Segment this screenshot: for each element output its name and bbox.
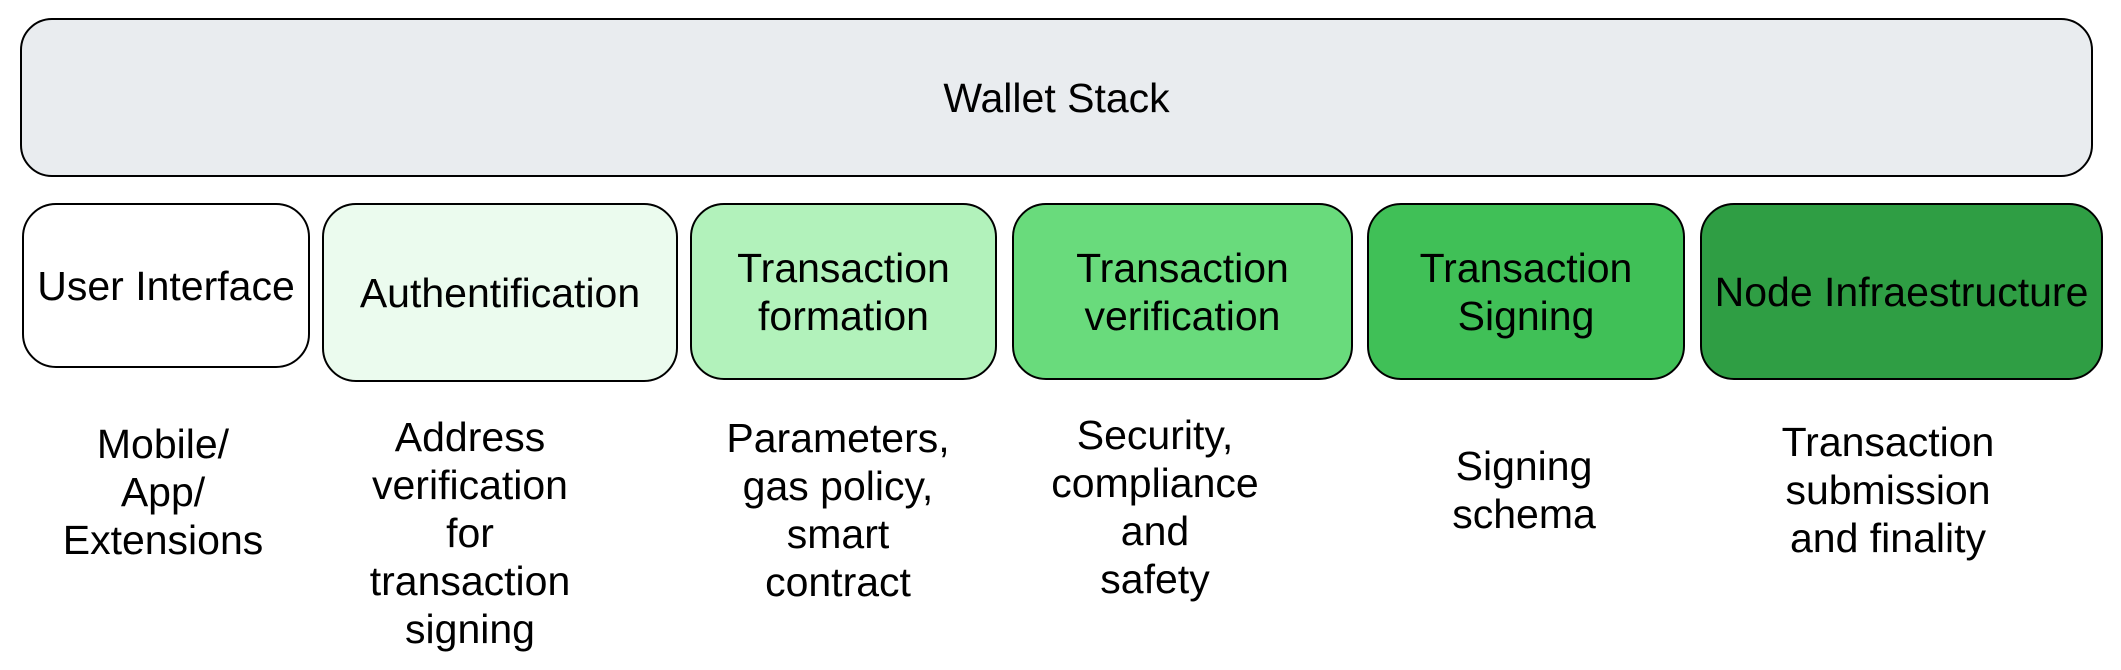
layer-label: Transaction Signing <box>1419 244 1633 339</box>
layer-description-transaction-verification: Security, compliance and safety <box>1051 412 1259 602</box>
layer-box-transaction-formation: Transaction formation <box>690 203 997 380</box>
layer-box-transaction-signing: Transaction Signing <box>1367 203 1685 380</box>
layer-box-authentification: Authentification <box>322 203 678 382</box>
layer-description-transaction-signing: Signing schema <box>1452 443 1596 537</box>
layer-label: Transaction verification <box>1076 244 1289 339</box>
layer-description-authentification: Address verification for transaction sig… <box>369 414 571 652</box>
layer-box-user-interface: User Interface <box>22 203 310 368</box>
layer-label: Node Infraestructure <box>1714 268 2089 315</box>
layer-description-user-interface: Mobile/ App/ Extensions <box>62 421 264 563</box>
layer-box-node-infraestructure: Node Infraestructure <box>1700 203 2103 380</box>
wallet-stack-header: Wallet Stack <box>20 18 2093 177</box>
layer-label: Authentification <box>359 269 641 316</box>
layer-box-transaction-verification: Transaction verification <box>1012 203 1353 380</box>
layer-description-transaction-formation: Parameters, gas policy, smart contract <box>726 415 950 605</box>
layer-description-node-infraestructure: Transaction submission and finality <box>1781 419 1995 561</box>
layer-label: Transaction formation <box>737 244 950 339</box>
layer-label: User Interface <box>37 262 295 309</box>
diagram-title: Wallet Stack <box>943 74 1170 121</box>
